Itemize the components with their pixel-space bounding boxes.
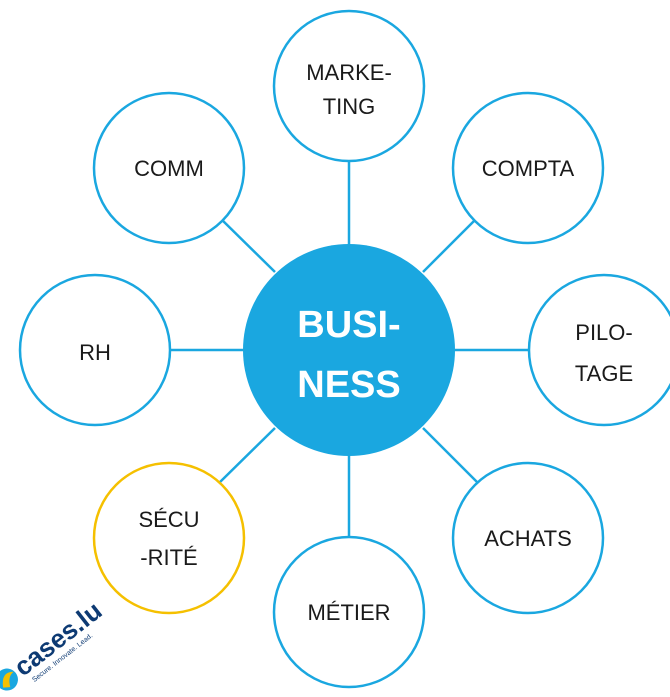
node-pilotage[interactable]: PILO- TAGE [527,273,670,427]
node-metier[interactable]: MÉTIER [272,535,426,689]
logo-emblem-swoosh-icon [2,671,14,688]
node-compta[interactable]: COMPTA [451,91,605,245]
spoke-comm [217,215,276,273]
spoke-compta [422,215,480,273]
cases-logo: cases.lu Secure. Innovate. Lead. [0,600,107,691]
node-compta-circle [451,91,605,245]
node-achats-circle [451,461,605,615]
node-rh[interactable]: RH [18,273,172,427]
node-securite-circle [92,461,246,615]
node-pilotage-label-line1: PILO- [575,320,632,345]
node-marketing[interactable]: MARKE- TING [272,9,426,163]
node-securite-label-line1: SÉCU [138,507,199,532]
node-compta-label: COMPTA [482,156,575,181]
node-securite[interactable]: SÉCU -RITÉ [92,461,246,615]
node-comm-circle [92,91,246,245]
node-comm[interactable]: COMM [92,91,246,245]
hub-label-line2: NESS [297,364,400,406]
logo-text: cases.lu [8,600,107,682]
node-metier-label: MÉTIER [307,600,390,625]
node-marketing-label-line2: TING [323,94,376,119]
spoke-achats [422,427,480,485]
node-achats-label: ACHATS [484,526,572,551]
hub-circle [243,244,455,456]
node-rh-circle [18,273,172,427]
node-pilotage-circle [527,273,670,427]
spoke-securite [217,427,276,485]
node-comm-label: COMM [134,156,204,181]
node-marketing-label-line1: MARKE- [306,60,392,85]
node-rh-label: RH [79,340,111,365]
hub-label-line1: BUSI- [297,304,400,346]
node-marketing-circle [272,9,426,163]
node-securite-label-line2: -RITÉ [140,545,197,570]
node-achats[interactable]: ACHATS [451,461,605,615]
node-pilotage-label-line2: TAGE [575,361,633,386]
node-metier-circle [272,535,426,689]
